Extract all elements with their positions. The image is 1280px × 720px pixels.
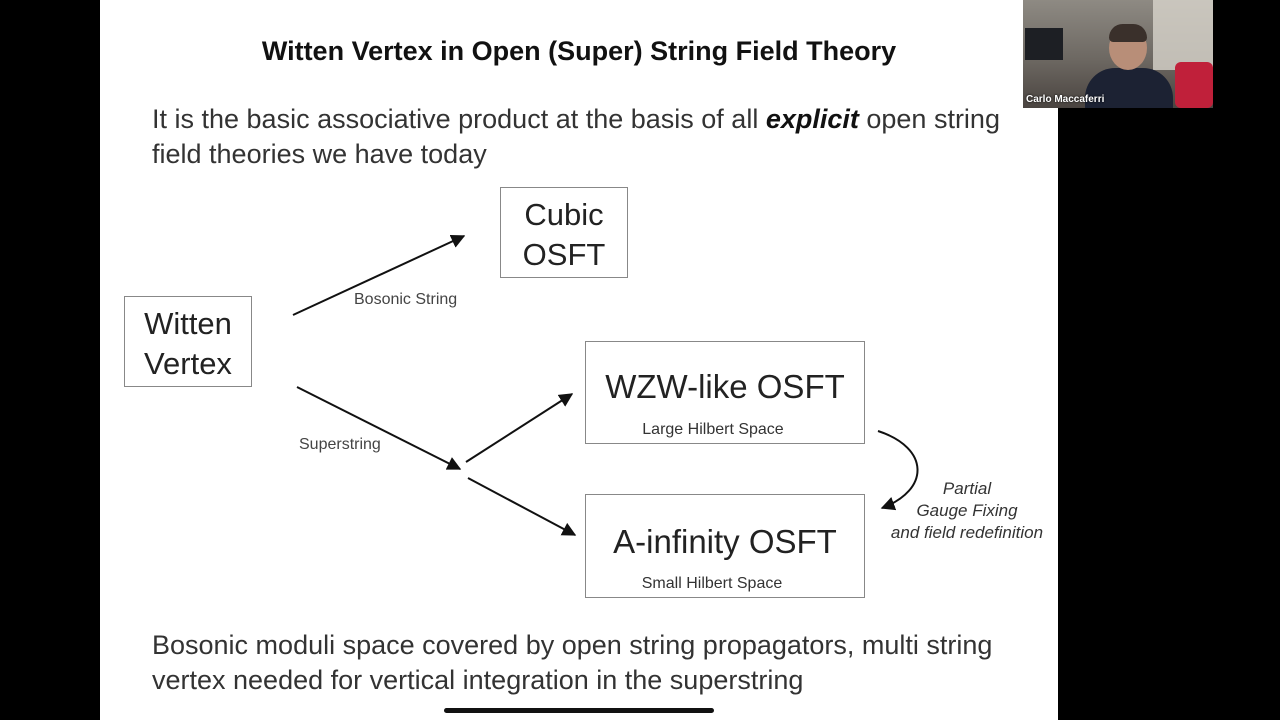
node-cubic-osft-line2: OSFT bbox=[522, 237, 606, 272]
slide: Witten Vertex in Open (Super) String Fie… bbox=[100, 0, 1058, 720]
intro-emphasis: explicit bbox=[765, 104, 859, 134]
participant-name-label: Carlo Maccaferri bbox=[1026, 94, 1105, 105]
arrow-to-wzw bbox=[465, 393, 574, 463]
node-cubic-osft-line1: Cubic bbox=[524, 197, 604, 232]
node-wzw-osft-subtitle: Large Hilbert Space bbox=[642, 421, 784, 438]
intro-text-part1: It is the basic associative product at t… bbox=[152, 104, 766, 134]
slide-title: Witten Vertex in Open (Super) String Fie… bbox=[261, 36, 897, 66]
intro-text-part2: open string field theories we have today bbox=[152, 104, 1000, 169]
participant-video-tile[interactable]: Carlo Maccaferri bbox=[1023, 0, 1213, 108]
gauge-fixing-note-line2: Gauge Fixing bbox=[916, 501, 1018, 520]
node-wzw-osft: WZW-like OSFT Large Hilbert Space bbox=[585, 341, 865, 444]
participant-avatar bbox=[1085, 22, 1173, 108]
gauge-fixing-note-line1: Partial bbox=[942, 479, 992, 498]
video-shelf bbox=[1153, 0, 1213, 70]
node-cubic-osft: Cubic OSFT bbox=[500, 187, 628, 278]
footer-text: Bosonic moduli space covered by open str… bbox=[152, 630, 993, 695]
arrow-superstring bbox=[296, 386, 462, 470]
scroll-indicator[interactable] bbox=[444, 708, 714, 713]
node-witten-vertex: Witten Vertex bbox=[124, 296, 252, 387]
arrow-gauge-fixing bbox=[877, 430, 919, 511]
video-monitor bbox=[1025, 28, 1063, 60]
participant-hair bbox=[1109, 24, 1147, 42]
node-ainfinity-osft-subtitle: Small Hilbert Space bbox=[641, 575, 783, 592]
diagram-arrows bbox=[292, 234, 919, 536]
video-chair bbox=[1175, 62, 1213, 108]
edge-label-bosonic: Bosonic String bbox=[354, 291, 458, 308]
participant-body bbox=[1085, 68, 1173, 108]
node-wzw-osft-title: WZW-like OSFT bbox=[605, 368, 845, 405]
arrow-to-ainf bbox=[467, 477, 577, 536]
node-ainfinity-osft: A-infinity OSFT Small Hilbert Space bbox=[585, 494, 865, 598]
edge-label-superstring: Superstring bbox=[299, 436, 381, 453]
node-witten-vertex-line1: Witten bbox=[144, 306, 232, 341]
node-witten-vertex-line2: Vertex bbox=[144, 346, 232, 381]
node-ainfinity-osft-title: A-infinity OSFT bbox=[613, 523, 837, 560]
gauge-fixing-note-line3: and field redefinition bbox=[890, 523, 1044, 542]
gauge-fixing-note: Partial Gauge Fixing and field redefinit… bbox=[872, 478, 1058, 544]
intro-text: It is the basic associative product at t… bbox=[152, 102, 1032, 172]
arrow-to-cubic bbox=[292, 234, 466, 316]
